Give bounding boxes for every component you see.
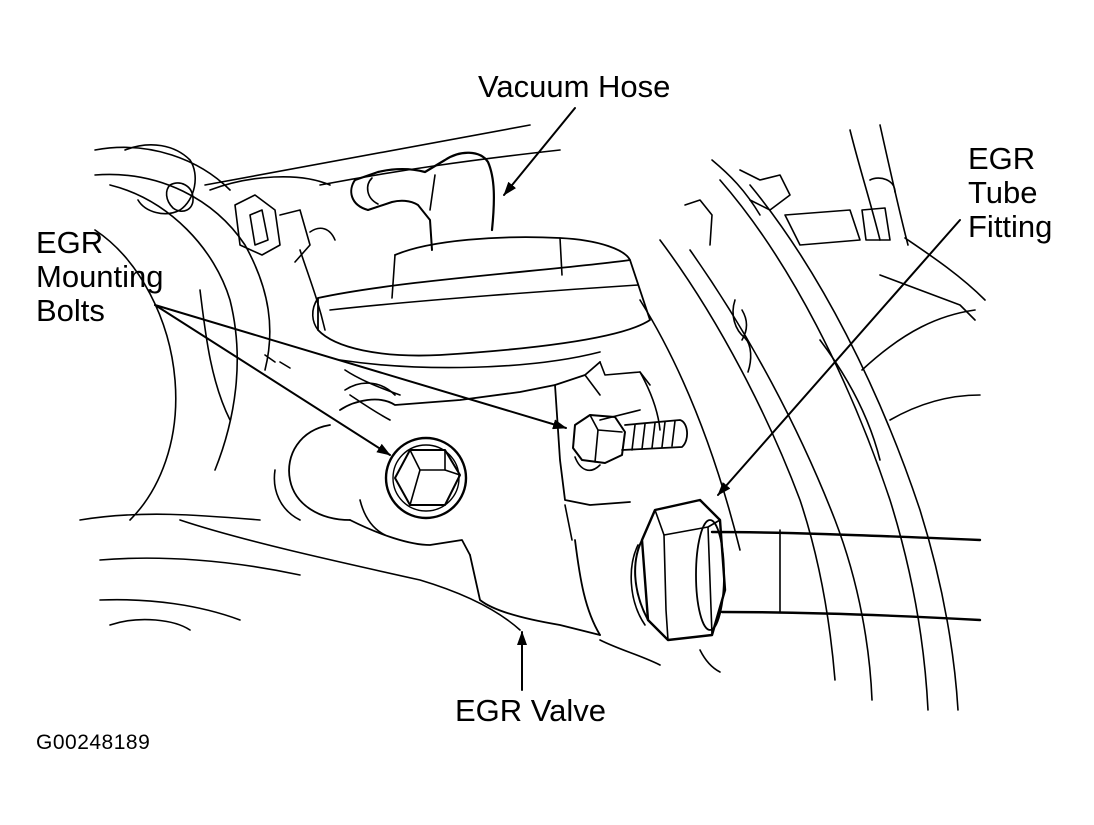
figure-id: G00248189 [36,731,151,754]
callout-arrows [154,107,961,691]
egr-tube-fitting-line-3: Fitting [968,209,1053,244]
vacuum-hose [350,151,495,251]
vacuum-hose-label: Vacuum Hose [478,70,670,104]
egr-tube-fitting-line-2: Tube [968,175,1038,210]
egr-mounting-bolts-line-1: EGR [36,225,104,260]
engine-background-right [599,179,981,711]
mounting-bolt-arrow-front [154,304,391,456]
mounting-bolt-arrow-rear [154,304,567,430]
egr-tube-fitting-arrow [717,219,961,496]
front-mounting-bolt [384,436,468,520]
egr-tube-fitting [630,498,727,642]
egr-tube-fitting-line-1: EGR [968,141,1036,176]
egr-mounting-bolts-label: EGR Mounting Bolts [36,226,164,328]
engine-background-left [79,144,521,631]
egr-mounting-bolts-line-2: Mounting [36,259,164,294]
egr-valve-label-text: EGR Valve [455,693,607,728]
diaphragm-housing [309,227,651,369]
egr-tube-fitting-label: EGR Tube Fitting [968,142,1052,244]
vacuum-hose-arrow [503,107,576,196]
egr-mounting-bolts-line-3: Bolts [36,293,105,328]
vacuum-hose-label-text: Vacuum Hose [478,69,671,104]
rear-mounting-bolt [572,414,688,472]
egr-valve-body [273,361,661,636]
egr-valve-label: EGR Valve [455,694,606,728]
egr-tube [710,529,982,622]
engine-background-top [204,124,986,301]
